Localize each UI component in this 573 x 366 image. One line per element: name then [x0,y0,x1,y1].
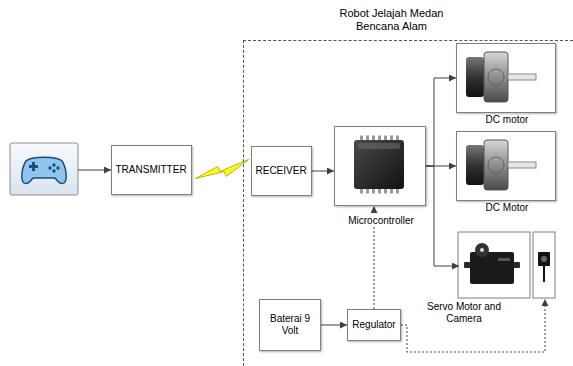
camera-icon [538,252,550,282]
node-label: Microcontroller [335,215,427,227]
connector [321,325,347,326]
node-label: DC motor [457,114,557,126]
connector [426,166,459,266]
receiver-box: RECEIVER [251,146,312,196]
node-label: DC Motor [457,202,557,214]
connector [426,78,456,166]
node-label: Servo Motor and Camera [409,301,519,325]
servo-camera-boxes [458,232,555,298]
microcontroller-box: Microcontroller [334,126,426,206]
dc-motor-icon [466,140,536,190]
input-wire [78,170,111,171]
node-label: RECEIVER [256,165,307,177]
transmitter-box: TRANSMITTER [111,145,192,195]
servo-icon [464,243,520,284]
connector [312,171,335,172]
motor-box: DC motor [456,43,556,113]
connector [401,299,545,352]
region-heading: Robot Jelajah Medan Bencana Alam [329,7,454,33]
battery-box: Baterai 9 Volt [259,299,321,351]
regulator-box: Regulator [347,309,401,341]
chip-icon [354,138,404,191]
dc-motor-icon [466,52,536,102]
motor-box: DC Motor [456,131,556,201]
node-label: Regulator [352,319,395,331]
wireless-link [196,160,249,179]
node-label: TRANSMITTER [116,164,187,176]
servo-camera-node: Servo Motor and Camera [459,233,556,299]
gamepad-icon [10,143,78,195]
robot-region: RECEIVER Microcontroller DC motor DC MotorS… [243,40,573,366]
node-label: Baterai 9 Volt [264,313,316,337]
